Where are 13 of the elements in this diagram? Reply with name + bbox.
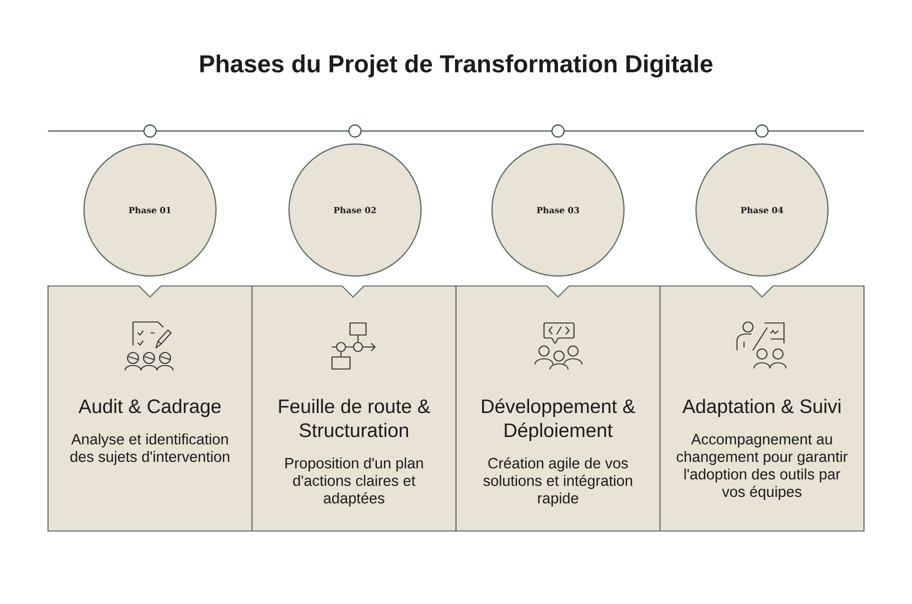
phase-card [251, 285, 457, 532]
title: Phases du Projet de Transformation Digitale [200, 54, 712, 78]
phase-card [455, 285, 661, 532]
card-heading: Adaptation & Suivi [682, 398, 840, 418]
card-heading: Audit & Cadrage [78, 398, 221, 418]
card-text: Proposition d'un plan d'actions claires et adaptées [285, 457, 423, 506]
phase-card [659, 285, 865, 532]
card-heading: Développement & Déploiement [482, 398, 636, 442]
card-text: Création agile de vos solutions et intégration rapide [483, 457, 632, 506]
phase-card [47, 285, 253, 532]
card-heading: Feuille de route & Structuration [279, 398, 430, 438]
card-text: Accompagnement au changement pour garantir l'adoption des outils par vos équipes [676, 434, 848, 500]
card-text: Analyse et identification des sujets d'intervention [70, 433, 230, 465]
